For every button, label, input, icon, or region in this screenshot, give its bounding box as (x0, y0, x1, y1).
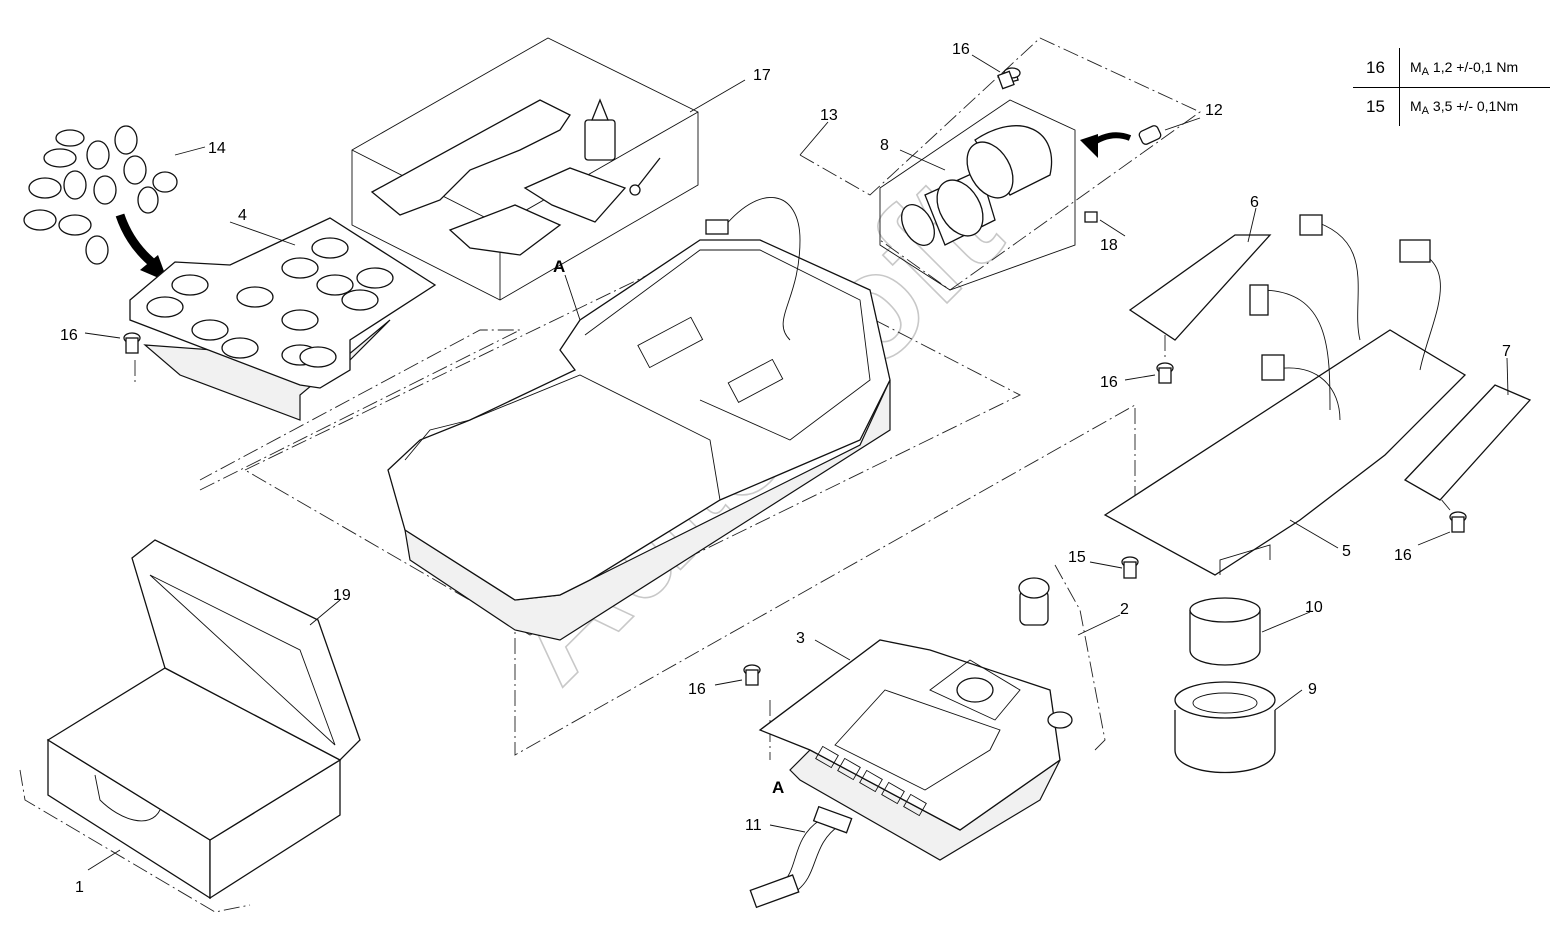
screw-16-bottom-right (1449, 511, 1467, 533)
screws (123, 67, 1467, 686)
callout-16-bottom-right: 16 (1394, 547, 1412, 564)
callout-14: 14 (208, 140, 226, 157)
callout-5: 5 (1342, 543, 1351, 560)
callout-6: 6 (1250, 194, 1259, 211)
torque-table: 16 MA 1,2 +/-0,1 Nm 15 MA 3,5 +/- 0,1Nm (1353, 48, 1550, 126)
table-row: 15 MA 3,5 +/- 0,1Nm (1353, 87, 1550, 126)
callout-13: 13 (820, 107, 838, 124)
callout-16-bottom-left: 16 (688, 681, 706, 698)
callouts: 1 2 3 4 5 6 7 8 9 10 11 12 13 14 15 16 1… (60, 41, 1511, 896)
screw-15 (1121, 556, 1139, 579)
callout-15: 15 (1068, 549, 1086, 566)
callout-16-right: 16 (1100, 374, 1118, 391)
marker-a-display: A (772, 778, 784, 797)
table-divider-horizontal (1353, 87, 1550, 88)
callout-10: 10 (1305, 599, 1323, 616)
callout-9: 9 (1308, 681, 1317, 698)
callout-2: 2 (1120, 601, 1129, 618)
keypad-plate (129, 217, 437, 421)
screw-16-left (123, 332, 141, 354)
carrying-case (46, 539, 361, 900)
callout-1: 1 (75, 879, 84, 896)
torque-value: MA 3,5 +/- 0,1Nm (1410, 98, 1519, 117)
service-kit-box (351, 37, 699, 301)
table-row: 16 MA 1,2 +/-0,1 Nm (1353, 48, 1550, 87)
main-housing (387, 197, 891, 641)
ribbon-cable (749, 805, 853, 909)
screw-16-top (997, 67, 1021, 90)
leader-lines (84, 54, 1509, 871)
callout-17: 17 (753, 67, 771, 84)
seal-rings (23, 125, 178, 282)
callout-16-top: 16 (952, 41, 970, 58)
display-board (758, 577, 1073, 861)
callout-7: 7 (1502, 343, 1511, 360)
callout-18: 18 (1100, 237, 1118, 254)
callout-11: 11 (745, 817, 762, 834)
bottom-rings (1174, 597, 1276, 774)
torque-value: MA 1,2 +/-0,1 Nm (1410, 59, 1519, 78)
item-number: 16 (1366, 58, 1385, 77)
callout-8: 8 (880, 137, 889, 154)
assembly-lines (19, 37, 1451, 913)
item-number: 15 (1366, 97, 1385, 116)
beacon-assembly (879, 69, 1162, 291)
screw-16-right (1156, 362, 1174, 384)
callout-3: 3 (796, 630, 805, 647)
callout-19: 19 (333, 587, 351, 604)
base-plate (1103, 214, 1532, 576)
callout-4: 4 (238, 207, 247, 224)
callout-12: 12 (1205, 102, 1223, 119)
marker-a-housing: A (553, 257, 565, 276)
screw-16-bottom-left (743, 664, 761, 686)
callout-16-left: 16 (60, 327, 78, 344)
